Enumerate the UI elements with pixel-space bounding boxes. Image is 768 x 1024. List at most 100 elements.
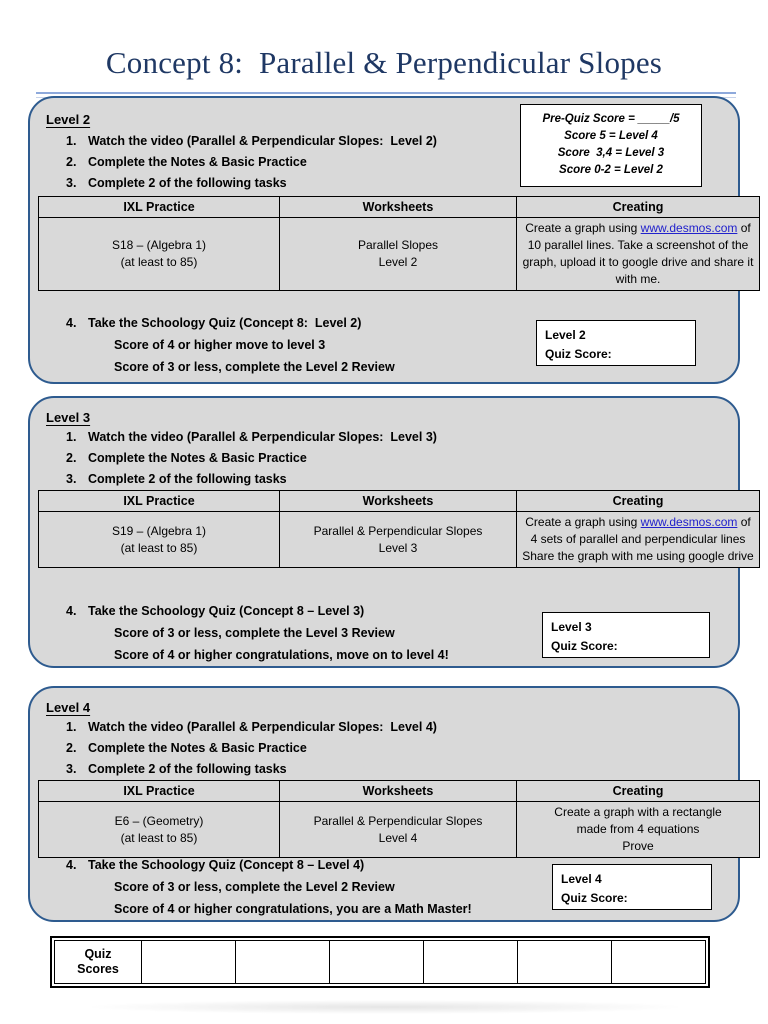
level-4-task-table: IXL Practice Worksheets Creating E6 – (G… — [38, 780, 760, 858]
quiz-score-cell[interactable] — [517, 940, 612, 984]
level-3-quiz-score-box[interactable]: Level 3 Quiz Score: — [542, 612, 710, 658]
quiz-scores-table: Quiz Scores — [54, 940, 706, 984]
list-item: 3. Complete 2 of the following tasks — [66, 472, 437, 487]
step-text: Watch the video (Parallel & Perpendicula… — [88, 430, 437, 444]
level-4-score-rule-2: Score of 4 or higher congratulations, yo… — [114, 902, 472, 916]
cell-creating: Create a graph using www.desmos.com of 1… — [516, 217, 760, 291]
creating-text-before-link: Create a graph using — [525, 515, 641, 529]
level-4-steps: 1. Watch the video (Parallel & Perpendic… — [66, 720, 437, 783]
level-2-heading: Level 2 — [46, 112, 91, 127]
level-4-heading: Level 4 — [46, 700, 91, 715]
level-3-heading: Level 3 — [46, 410, 91, 425]
quiz-score-cell[interactable] — [141, 940, 236, 984]
cell-line: Level 4 — [378, 830, 418, 845]
quiz-box-level-label: Level 2 — [545, 328, 586, 342]
cell-creating: Create a graph with a rectangle made fro… — [516, 801, 760, 858]
level-2-task-table: IXL Practice Worksheets Creating S18 – (… — [38, 196, 760, 291]
quiz-box-score-label: Quiz Score: — [545, 347, 612, 361]
quiz-box-level-label: Level 3 — [551, 620, 592, 634]
level-3-steps: 1. Watch the video (Parallel & Perpendic… — [66, 430, 437, 493]
cell-worksheets: Parallel & Perpendicular Slopes Level 3 — [279, 511, 517, 568]
level-2-quiz-score-box[interactable]: Level 2 Quiz Score: — [536, 320, 696, 366]
step-text: Watch the video (Parallel & Perpendicula… — [88, 134, 437, 148]
cell-line: Parallel Slopes — [357, 238, 439, 252]
step-text: Complete the Notes & Basic Practice — [88, 741, 307, 755]
step-number: 2. — [66, 741, 77, 755]
cell-line: Parallel & Perpendicular Slopes — [313, 813, 483, 828]
step-text: Complete the Notes & Basic Practice — [88, 155, 307, 169]
step-number: 3. — [66, 176, 77, 190]
list-item: 2. Complete the Notes & Basic Practice — [66, 155, 437, 170]
cell-line: Level 2 — [378, 255, 418, 269]
step-number: 4. — [66, 316, 77, 330]
quiz-scores-tracker: Quiz Scores — [50, 936, 710, 988]
column-header-creating: Creating — [516, 780, 760, 802]
list-item: 2. Complete the Notes & Basic Practice — [66, 451, 437, 466]
quiz-score-cell[interactable] — [235, 940, 330, 984]
cell-worksheets: Parallel Slopes Level 2 — [279, 217, 517, 291]
page-bottom-shadow — [90, 1000, 680, 1014]
desmos-link[interactable]: www.desmos.com — [640, 221, 738, 235]
cell-line: Parallel & Perpendicular Slopes — [313, 523, 483, 538]
list-item: 4. Take the Schoology Quiz (Concept 8 – … — [66, 604, 449, 619]
list-item: 1. Watch the video (Parallel & Perpendic… — [66, 134, 437, 149]
step-number: 2. — [66, 451, 77, 465]
step-text: Take the Schoology Quiz (Concept 8 – Lev… — [88, 604, 365, 618]
level-3-task-table: IXL Practice Worksheets Creating S19 – (… — [38, 490, 760, 568]
quiz-scores-label-line-1: Quiz — [84, 947, 112, 961]
creating-text-after-link: of 10 parallel lines. Take a screenshot … — [522, 221, 754, 286]
quiz-scores-label-line-2: Scores — [77, 962, 119, 976]
quiz-score-cell[interactable] — [329, 940, 424, 984]
pre-quiz-score-box: Pre-Quiz Score = _____/5 Score 5 = Level… — [520, 104, 702, 187]
level-2-final-block: 4. Take the Schoology Quiz (Concept 8: L… — [66, 316, 395, 382]
level-3-final-block: 4. Take the Schoology Quiz (Concept 8 – … — [66, 604, 449, 670]
step-text: Take the Schoology Quiz (Concept 8 – Lev… — [88, 858, 365, 872]
level-4-quiz-score-box[interactable]: Level 4 Quiz Score: — [552, 864, 712, 910]
pre-quiz-line-2: Score 5 = Level 4 — [564, 130, 658, 142]
cell-line: S18 – (Algebra 1) — [111, 238, 207, 252]
cell-ixl: E6 – (Geometry) (at least to 85) — [38, 801, 280, 858]
cell-line: Level 3 — [378, 540, 418, 555]
level-2-panel: Level 2 1. Watch the video (Parallel & P… — [28, 96, 760, 384]
pre-quiz-line-3: Score 3,4 = Level 3 — [557, 147, 665, 159]
column-header-worksheets: Worksheets — [279, 490, 517, 512]
page-title: Concept 8: Parallel & Perpendicular Slop… — [105, 45, 663, 80]
cell-line: (at least to 85) — [120, 830, 198, 845]
step-number: 3. — [66, 762, 77, 776]
step-text: Take the Schoology Quiz (Concept 8: Leve… — [88, 316, 362, 330]
column-header-ixl: IXL Practice — [38, 196, 280, 218]
cell-ixl: S19 – (Algebra 1) (at least to 85) — [38, 511, 280, 568]
table-header-row: IXL Practice Worksheets Creating — [38, 490, 760, 512]
pre-quiz-line-1: Pre-Quiz Score = _____/5 — [542, 113, 680, 125]
list-item: 1. Watch the video (Parallel & Perpendic… — [66, 720, 437, 735]
step-text: Complete 2 of the following tasks — [88, 472, 287, 486]
quiz-scores-label: Quiz Scores — [54, 940, 142, 984]
step-text: Complete 2 of the following tasks — [88, 176, 287, 190]
quiz-score-cell[interactable] — [423, 940, 518, 984]
list-item: 3. Complete 2 of the following tasks — [66, 176, 437, 191]
list-item: 1. Watch the video (Parallel & Perpendic… — [66, 430, 437, 445]
column-header-ixl: IXL Practice — [38, 780, 280, 802]
table-row: Quiz Scores — [54, 940, 706, 984]
table-row: E6 – (Geometry) (at least to 85) Paralle… — [38, 801, 760, 858]
cell-line: (at least to 85) — [120, 540, 198, 555]
table-row: S19 – (Algebra 1) (at least to 85) Paral… — [38, 511, 760, 568]
step-number: 1. — [66, 720, 77, 734]
cell-line: Prove — [622, 839, 654, 853]
step-number: 1. — [66, 430, 77, 444]
column-header-worksheets: Worksheets — [279, 780, 517, 802]
step-text: Complete the Notes & Basic Practice — [88, 451, 307, 465]
column-header-creating: Creating — [516, 490, 760, 512]
step-number: 3. — [66, 472, 77, 486]
cell-creating: Create a graph using www.desmos.com of 4… — [516, 511, 760, 568]
desmos-link[interactable]: www.desmos.com — [640, 515, 738, 529]
column-header-ixl: IXL Practice — [38, 490, 280, 512]
step-number: 4. — [66, 604, 77, 618]
creating-text-after-link: of 4 sets of parallel and perpendicular … — [522, 515, 754, 563]
level-4-panel: Level 4 1. Watch the video (Parallel & P… — [28, 686, 760, 922]
column-header-worksheets: Worksheets — [279, 196, 517, 218]
table-header-row: IXL Practice Worksheets Creating — [38, 780, 760, 802]
cell-line: made from 4 equations — [576, 822, 700, 836]
quiz-score-cell[interactable] — [611, 940, 706, 984]
step-text: Watch the video (Parallel & Perpendicula… — [88, 720, 437, 734]
